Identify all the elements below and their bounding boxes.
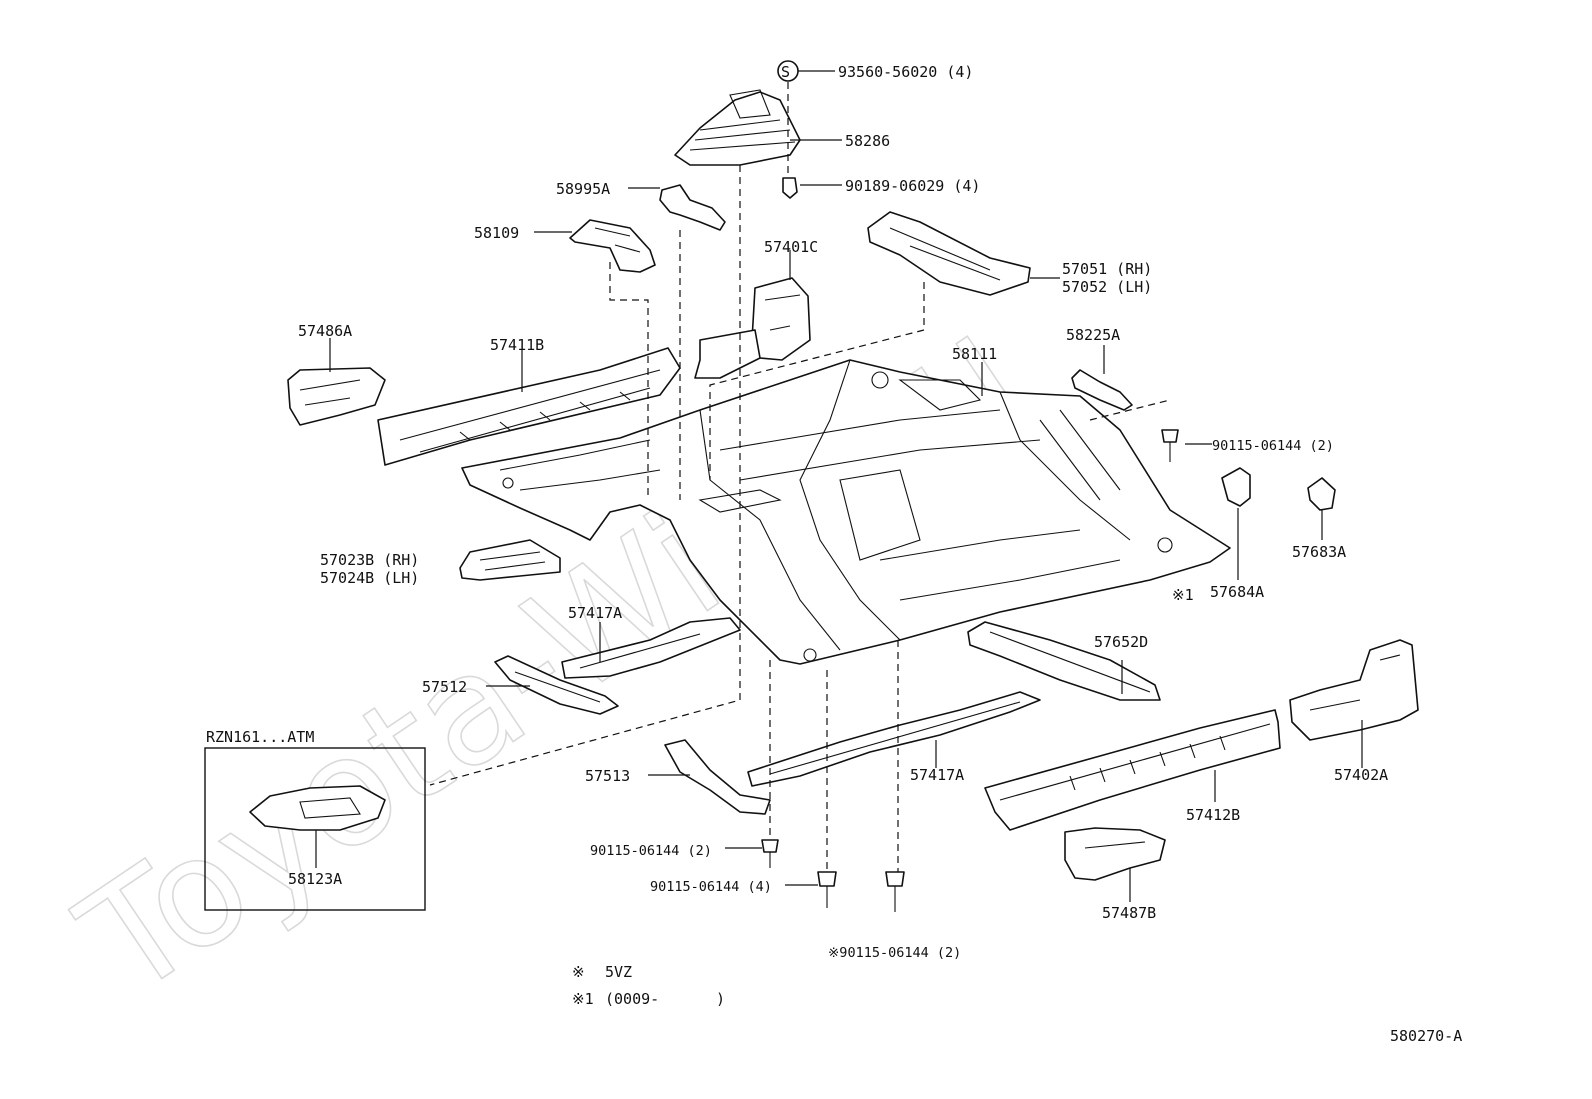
label-57411B: 57411B <box>490 336 544 354</box>
label-57051: 57051 (RH) <box>1062 260 1152 278</box>
label-57512: 57512 <box>422 678 467 696</box>
part-58286 <box>674 89 801 166</box>
part-57513 <box>664 739 771 815</box>
legend-line2-text: (0009- <box>605 990 659 1008</box>
legend-line1-mark: ※ <box>572 963 585 981</box>
inset-box <box>204 747 426 911</box>
label-58995A: 58995A <box>556 180 610 198</box>
floor-pan-58111 <box>461 359 1231 665</box>
diagram-id: 580270-A <box>1390 1027 1462 1045</box>
legend-line1-text: 5VZ <box>605 963 632 981</box>
label-57412B: 57412B <box>1186 806 1240 824</box>
label-90115-06144-left: 90115-06144 (2) <box>590 843 712 859</box>
part-57023B <box>459 539 561 581</box>
label-57402A: 57402A <box>1334 766 1388 784</box>
dashed-guides <box>429 82 1171 872</box>
label-90115-06144-mid: 90115-06144 (4) <box>650 879 772 895</box>
label-57052: 57052 (LH) <box>1062 278 1152 296</box>
part-58995A <box>659 184 726 231</box>
label-note1-mark: ※1 <box>1172 586 1194 604</box>
label-90115-06144-top: 90115-06144 (2) <box>1212 438 1334 454</box>
leader-lines <box>315 70 1363 902</box>
part-58225A <box>1071 369 1133 411</box>
part-57412B <box>984 709 1281 831</box>
part-57684A <box>1221 467 1251 507</box>
part-57487B <box>1064 827 1166 881</box>
label-57684A: 57684A <box>1210 583 1264 601</box>
fasteners <box>761 60 1179 912</box>
label-90189-06029: 90189-06029 (4) <box>845 177 980 195</box>
label-57417A-upper: 57417A <box>568 604 622 622</box>
label-57683A: 57683A <box>1292 543 1346 561</box>
part-57401C <box>694 277 811 379</box>
s-symbol: S <box>781 63 790 81</box>
part-57683A <box>1307 477 1336 511</box>
part-57486A <box>287 367 386 426</box>
label-58286: 58286 <box>845 132 890 150</box>
label-90115-06144-star: ※90115-06144 (2) <box>828 945 961 961</box>
label-57487B: 57487B <box>1102 904 1156 922</box>
label-57417A-lower: 57417A <box>910 766 964 784</box>
label-93560-56020: 93560-56020 (4) <box>838 63 973 81</box>
part-57402A <box>1289 639 1419 741</box>
label-58111: 58111 <box>952 345 997 363</box>
label-57513: 57513 <box>585 767 630 785</box>
part-57512 <box>494 655 619 715</box>
part-58109 <box>569 219 656 273</box>
label-58123A: 58123A <box>288 870 342 888</box>
part-57051 <box>867 211 1031 296</box>
label-57401C: 57401C <box>764 238 818 256</box>
label-57652D: 57652D <box>1094 633 1148 651</box>
label-58225A: 58225A <box>1066 326 1120 344</box>
label-57023B: 57023B (RH) <box>320 551 419 569</box>
label-57024B: 57024B (LH) <box>320 569 419 587</box>
part-57652D <box>967 621 1161 701</box>
part-57411B <box>377 347 681 466</box>
label-57486A: 57486A <box>298 322 352 340</box>
part-57417A-upper <box>561 617 741 679</box>
part-57417A-lower <box>747 691 1041 787</box>
label-58109: 58109 <box>474 224 519 242</box>
legend-line2-mark: ※1 <box>572 990 594 1008</box>
legend-line2-close: ) <box>716 990 725 1008</box>
inset-title: RZN161...ATM <box>206 728 314 746</box>
